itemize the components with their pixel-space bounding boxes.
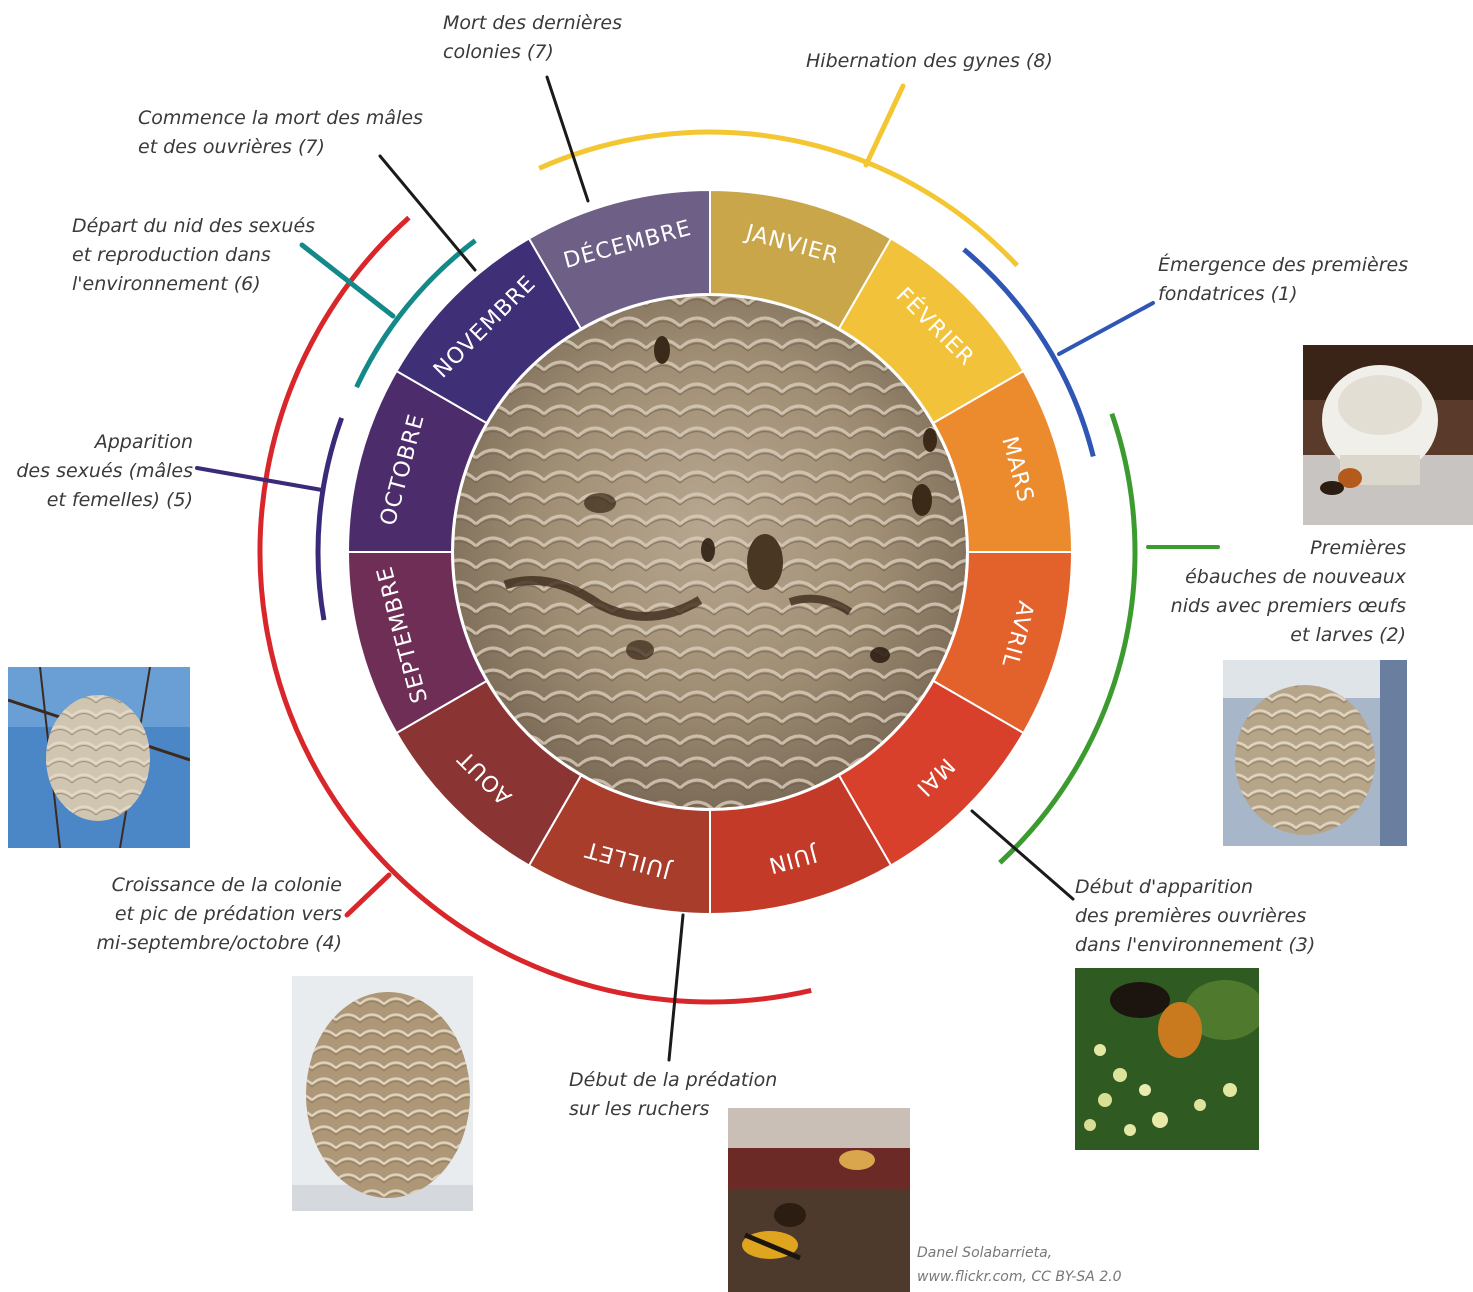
photo-nest-in-tree <box>8 667 190 848</box>
label-mort-dernieres-colonies: Mort des dernières colonies (7) <box>443 9 622 67</box>
leader-hibernation <box>866 86 903 165</box>
label-emergence-fondatrices: Émergence des premières fondatrices (1) <box>1158 251 1408 309</box>
photo-new-nest <box>1223 660 1407 846</box>
photo-predation <box>728 1108 910 1292</box>
leader-apparition-sexues <box>197 468 322 490</box>
label-premieres-ebauches: Premières ébauches de nouveaux nids avec… <box>1171 534 1406 650</box>
label-debut-predation: Début de la prédation sur les ruchers <box>569 1066 777 1124</box>
label-depart-nid: Départ du nid des sexués et reproduction… <box>72 212 315 299</box>
leader-ouvrieres <box>972 811 1073 899</box>
leader-croissance <box>347 875 389 915</box>
label-croissance-colonie: Croissance de la colonie et pic de préda… <box>96 871 342 958</box>
arc-apparition-sexues <box>318 418 342 620</box>
leader-depart-nid <box>302 245 393 316</box>
leader-mort-males <box>380 156 475 270</box>
photo-credit: Danel Solabarrieta, www.flickr.com, CC B… <box>917 1241 1122 1289</box>
leader-derniere-colonies <box>547 77 588 201</box>
label-mort-males-ouvrieres: Commence la mort des mâles et des ouvriè… <box>138 104 423 162</box>
label-apparition-sexues: Apparition des sexués (mâles et femelles… <box>16 428 193 515</box>
photo-large-nest <box>292 976 473 1211</box>
label-hibernation: Hibernation des gynes (8) <box>806 47 1053 76</box>
photo-worker-on-flowers <box>1075 968 1265 1150</box>
leader-fondatrices <box>1059 303 1153 354</box>
leader-predation <box>669 915 683 1060</box>
photo-fondatrice-nest <box>1303 345 1473 525</box>
label-debut-ouvrieres: Début d'apparition des premières ouvrièr… <box>1075 873 1315 960</box>
